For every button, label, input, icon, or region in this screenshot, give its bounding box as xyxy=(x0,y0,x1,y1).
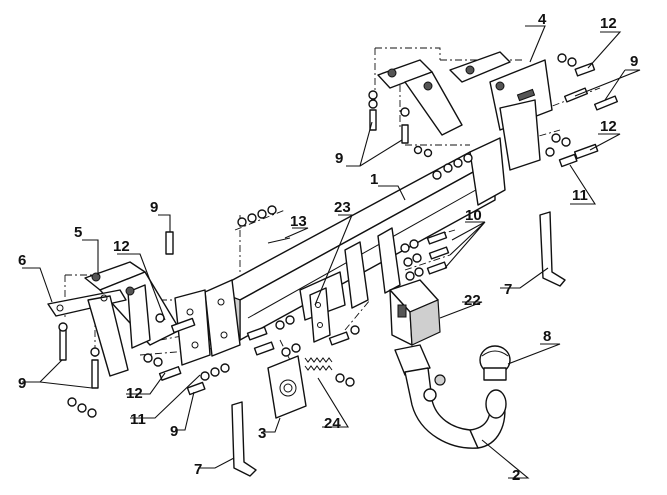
fasteners xyxy=(58,53,619,418)
leader-lines xyxy=(22,25,641,479)
right-bracket-upper xyxy=(377,59,463,136)
label-part-9-left-lower: 9 xyxy=(18,375,26,392)
label-part-9-upper-center: 9 xyxy=(335,150,343,167)
cross-beam xyxy=(204,137,506,357)
tow-ball-8 xyxy=(479,345,511,381)
label-part-8: 8 xyxy=(543,328,551,345)
label-part-5: 5 xyxy=(74,224,82,241)
connector-block-22 xyxy=(389,279,441,346)
label-part-1: 1 xyxy=(370,171,378,188)
part-23 xyxy=(309,287,331,343)
part-labels: 1 4 12 9 12 11 9 9 13 23 10 5 12 6 7 22 … xyxy=(18,11,638,484)
label-part-6: 6 xyxy=(18,252,26,269)
hanger-bracket-7-right xyxy=(539,211,566,287)
cable-24 xyxy=(304,357,355,387)
right-bracket-4 xyxy=(449,51,553,171)
label-part-12-right: 12 xyxy=(600,118,617,135)
label-part-22: 22 xyxy=(464,292,481,309)
towing-hook-2 xyxy=(394,344,507,449)
label-part-2: 2 xyxy=(512,467,520,484)
label-part-23: 23 xyxy=(334,199,351,216)
label-part-4: 4 xyxy=(538,11,547,28)
label-part-9-bottom: 9 xyxy=(170,423,178,440)
label-part-24: 24 xyxy=(324,415,341,432)
label-part-12-left-lower: 12 xyxy=(126,385,143,402)
label-part-3: 3 xyxy=(258,425,266,442)
label-part-9-left-top: 9 xyxy=(150,199,158,216)
label-part-9-top-right: 9 xyxy=(630,53,638,70)
left-side-plate xyxy=(174,289,211,366)
left-bracket-6 xyxy=(47,289,129,377)
label-part-7-right: 7 xyxy=(504,281,512,298)
label-part-11-left: 11 xyxy=(130,411,146,428)
label-part-12-top: 12 xyxy=(600,15,617,32)
label-part-11-right: 11 xyxy=(572,187,588,204)
label-part-7-left: 7 xyxy=(194,461,202,478)
label-part-10: 10 xyxy=(465,207,482,224)
hanger-bracket-7-left xyxy=(231,401,257,477)
socket-plate-3 xyxy=(267,343,307,419)
label-part-12-left-upper: 12 xyxy=(113,238,130,255)
label-part-13: 13 xyxy=(290,213,307,230)
